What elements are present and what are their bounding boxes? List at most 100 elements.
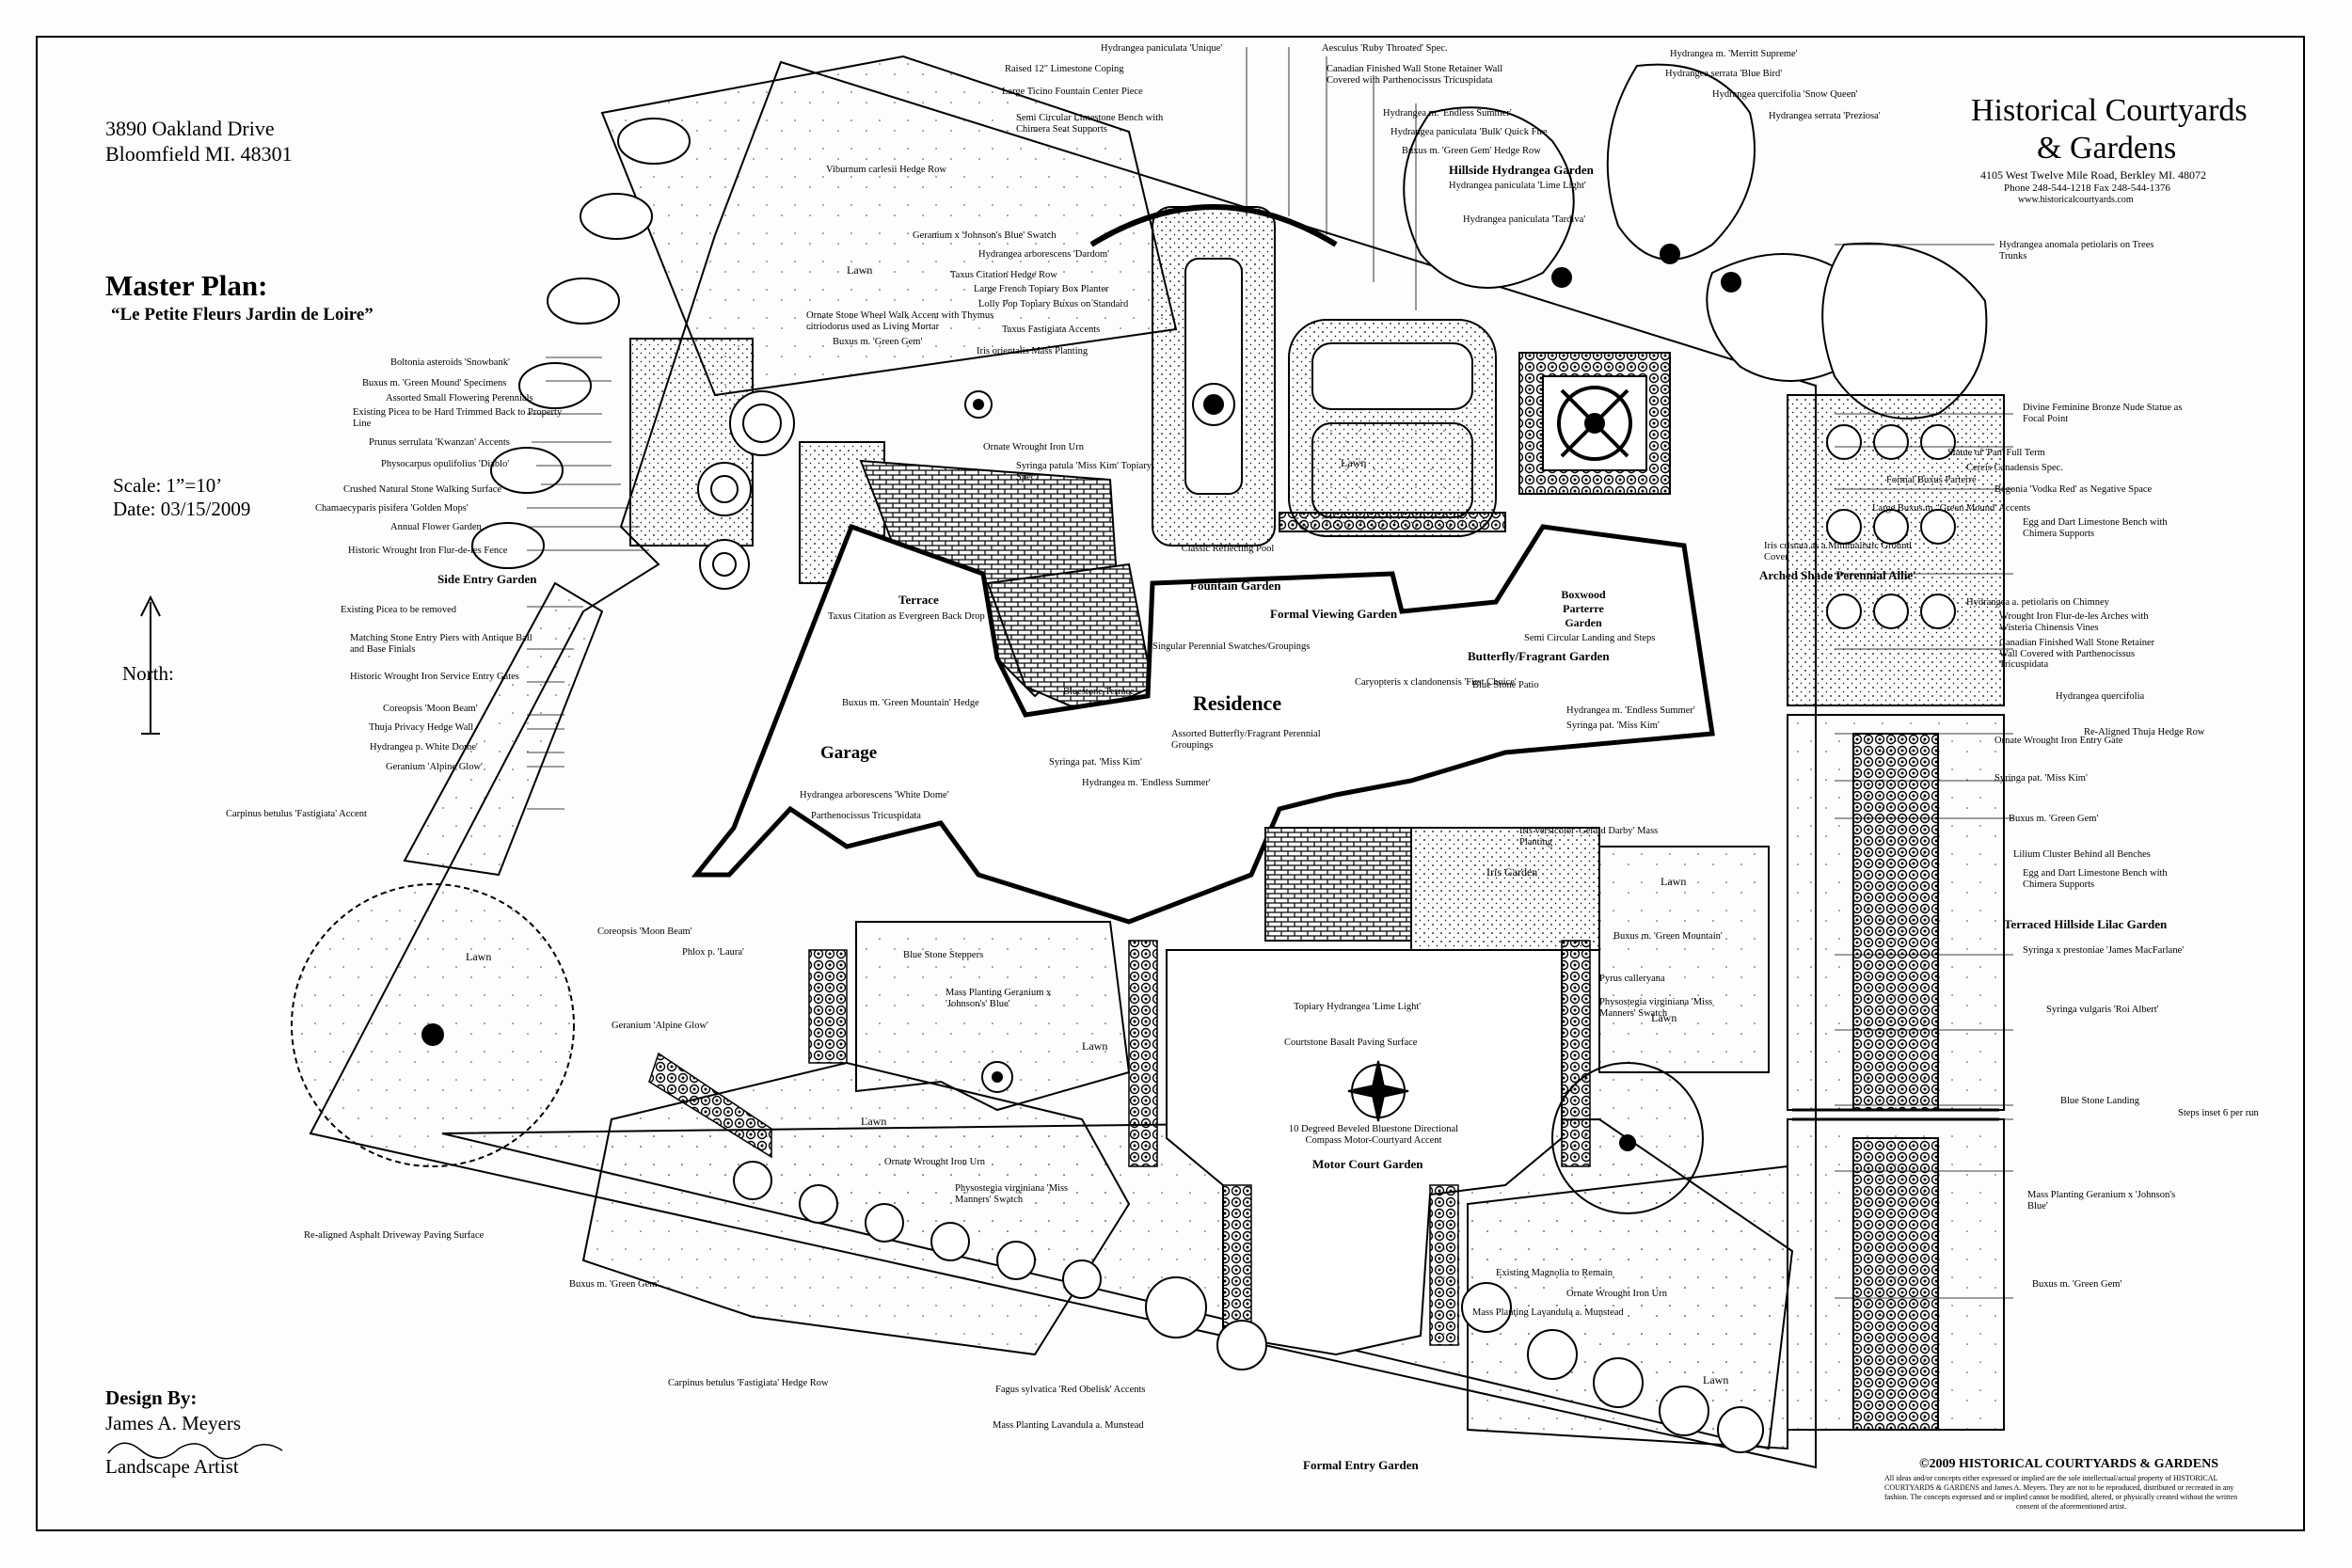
callout-top: Canadian Finished Wall Stone Retainer Wa… bbox=[1327, 64, 1503, 86]
callout-center: Singular Perennial Swatches/Groupings bbox=[1152, 641, 1311, 652]
callout-top: Hydrangea arborescens 'Dardom' bbox=[978, 249, 1110, 260]
callout-top: Hydrangea serrata 'Preziosa' bbox=[1769, 111, 1881, 121]
callout-center: Mass Planting Geranium x 'Johnson's' Blu… bbox=[946, 988, 1052, 1009]
drawing-border bbox=[36, 36, 2305, 1531]
callout-top: Buxus m. 'Green Gem' bbox=[833, 337, 923, 347]
callout-right: Iris cristata as a Minimalistic Ground C… bbox=[1764, 541, 1912, 562]
lawn-label: Lawn bbox=[1703, 1373, 1729, 1386]
iris-garden bbox=[1410, 827, 1600, 951]
accent-trees bbox=[733, 1061, 1764, 1453]
callout-center: Iris versicolor 'Gerald Darby' Mass Plan… bbox=[1519, 826, 1659, 847]
callout-center: Ornate Wrought Iron Urn bbox=[1566, 1289, 1667, 1299]
hedge-rows bbox=[648, 940, 1591, 1346]
callout-right: Blue Stone Landing bbox=[2060, 1096, 2139, 1106]
callout-right: Statue of 'Pan' Full Term bbox=[1947, 448, 2045, 458]
callout-top: Hydrangea paniculata 'Unique' bbox=[1101, 43, 1223, 54]
callout-left: Coreopsis 'Moon Beam' bbox=[383, 704, 478, 714]
callout-top: Lolly Pop Topiary Buxus on Standard bbox=[978, 299, 1129, 309]
callout-right: Syringa pat. 'Miss Kim' bbox=[1994, 773, 2088, 784]
callout-center: Geranium 'Alpine Glow' bbox=[612, 1021, 708, 1031]
callout-center: Topiary Hydrangea 'Lime Light' bbox=[1294, 1002, 1422, 1012]
area-formal-entry: Formal Entry Garden bbox=[1303, 1458, 1419, 1472]
hedge-trees-west bbox=[471, 118, 691, 569]
callout-right: Wrought Iron Flur-de-les Arches with Wis… bbox=[1999, 611, 2149, 633]
callout-center: Semi Circular Landing and Steps bbox=[1524, 633, 1656, 643]
callout-top: Ornate Stone Wheel Walk Accent with Thym… bbox=[806, 310, 994, 332]
firm-address: 4105 West Twelve Mile Road, Berkley MI. … bbox=[1980, 168, 2207, 182]
callout-left: Boltonia asteroids 'Snowbank' bbox=[390, 357, 510, 368]
boxwood-parterre bbox=[1518, 352, 1671, 495]
lawn-label: Lawn bbox=[1341, 456, 1367, 469]
fountain-garden bbox=[1089, 204, 1338, 546]
callout-top: Hydrangea paniculata 'Lime Light' bbox=[1449, 181, 1586, 191]
callout-center: Hydrangea arborescens 'White Dome' bbox=[800, 790, 949, 800]
callout-center: Hydrangea m. 'Endless Summer' bbox=[1566, 705, 1695, 716]
callout-right: Egg and Dart Limestone Bench with Chimer… bbox=[2023, 868, 2168, 890]
callout-center: Bluestone Terrace bbox=[1063, 687, 1135, 697]
callout-left: Mass Planting Lavandula a. Munstead bbox=[993, 1420, 1144, 1431]
callout-top: Taxus Citation Hedge Row bbox=[950, 270, 1057, 280]
hillside-hydrangea-garden bbox=[1403, 63, 1988, 420]
residence-footprint bbox=[691, 523, 1715, 925]
plan-subtitle: “Le Petite Fleurs Jardin de Loire” bbox=[111, 305, 373, 325]
callout-left: Fagus sylvatica 'Red Obelisk' Accents bbox=[995, 1385, 1146, 1395]
callout-center: Buxus m. 'Green Mountain' bbox=[1613, 931, 1723, 942]
firm-name-2: & Gardens bbox=[2037, 131, 2177, 166]
callout-right: Mass Planting Geranium x 'Johnson's Blue… bbox=[2027, 1190, 2176, 1212]
copyright-heading: ©2009 HISTORICAL COURTYARDS & GARDENS bbox=[1919, 1457, 2219, 1471]
date-label: Date: 03/15/2009 bbox=[113, 498, 251, 520]
copyright-line-2: COURTYARDS & GARDENS and James A. Meyers… bbox=[1884, 1483, 2234, 1492]
callout-top: Hydrangea quercifolia 'Snow Queen' bbox=[1712, 89, 1858, 100]
lawn-label: Lawn bbox=[1082, 1039, 1108, 1053]
callout-right: Hydrangea a. petiolaris on Chimney bbox=[1966, 597, 2109, 608]
callout-left: Existing Picea to be removed bbox=[341, 605, 457, 615]
callout-center: Hydrangea m. 'Endless Summer' bbox=[1082, 778, 1211, 788]
callout-left: Carpinus betulus 'Fastigiata' Accent bbox=[226, 809, 367, 819]
area-residence: Residence bbox=[1193, 691, 1282, 715]
callout-left: Re-aligned Asphalt Driveway Paving Surfa… bbox=[304, 1230, 485, 1241]
callout-top: Buxus m. 'Green Gem' Hedge Row bbox=[1402, 146, 1541, 156]
callout-right: Buxus m. 'Green Gem' bbox=[2032, 1279, 2122, 1290]
callout-right: Steps inset 6 per run bbox=[2178, 1108, 2259, 1118]
callout-left: Hydrangea p. White Dome' bbox=[370, 742, 478, 752]
callout-top: Hydrangea m. 'Merritt Supreme' bbox=[1670, 49, 1798, 59]
callout-left: Thuja Privacy Hedge Wall bbox=[369, 722, 474, 733]
callout-top: Hydrangea m. 'Endless Summer' bbox=[1383, 108, 1512, 119]
callout-center: Ornate Wrought Iron Urn bbox=[884, 1157, 985, 1167]
area-motor: Motor Court Garden bbox=[1312, 1157, 1423, 1171]
callout-left: Physocarpus opulifolius 'Diablo' bbox=[381, 459, 510, 469]
area-iris: Iris Garden bbox=[1486, 865, 1538, 879]
callout-center: 10 Degreed Beveled Bluestone Directional… bbox=[1288, 1124, 1459, 1146]
north-arrow bbox=[140, 594, 161, 735]
copyright-line-1: All ideas and/or concepts either express… bbox=[1884, 1474, 2218, 1482]
lawn-label: Lawn bbox=[847, 263, 873, 277]
callout-left: Matching Stone Entry Piers with Antique … bbox=[350, 633, 532, 655]
callout-right: Egg and Dart Limestone Bench with Chimer… bbox=[2023, 517, 2168, 539]
copyright-line-4: consent of the aforementioned artist. bbox=[2016, 1502, 2127, 1511]
area-butterfly: Butterfly/Fragrant Garden bbox=[1468, 649, 1610, 663]
callout-center: Pyrus calleryana bbox=[1599, 974, 1665, 984]
lawn-beds bbox=[581, 846, 1788, 1450]
callout-center: Mass Planting Lavandula a. Munstead bbox=[1472, 1307, 1624, 1318]
callout-top: Geranium x 'Johnson's Blue' Swatch bbox=[913, 230, 1057, 241]
area-arched: Arched Shade Perennial Allie' bbox=[1759, 568, 1916, 582]
callout-right: Buxus m. 'Green Gem' bbox=[2009, 814, 2099, 824]
callout-center: Parthenocissus Tricuspidata bbox=[811, 811, 921, 821]
callout-right: Hydrangea quercifolia bbox=[2056, 691, 2145, 702]
callout-left: Historic Wrought Iron Service Entry Gate… bbox=[350, 672, 519, 682]
designer-signature bbox=[107, 1442, 283, 1460]
callout-top: Hydrangea paniculata 'Tardiva' bbox=[1463, 214, 1586, 225]
callout-right: Lilium Cluster Behind all Benches bbox=[2013, 849, 2151, 860]
callout-top: Raised 12" Limestone Coping bbox=[1005, 64, 1124, 74]
callout-center: Phlox p. 'Laura' bbox=[682, 947, 744, 958]
callout-left: Annual Flower Garden bbox=[390, 522, 482, 532]
address-line-2: Bloomfield MI. 48301 bbox=[105, 142, 293, 166]
callout-center: Caryopteris x clandonensis 'First Choice… bbox=[1355, 677, 1517, 688]
area-terraced: Terraced Hillside Lilac Garden bbox=[2004, 917, 2168, 931]
callout-right: Formal Buxus Parterre bbox=[1886, 475, 1977, 485]
callout-right: Begonia 'Vodka Red' as Negative Space bbox=[1994, 484, 2153, 495]
address-line-1: 3890 Oakland Drive bbox=[105, 117, 275, 140]
callout-center: Syringa pat. 'Miss Kim' bbox=[1566, 721, 1660, 731]
